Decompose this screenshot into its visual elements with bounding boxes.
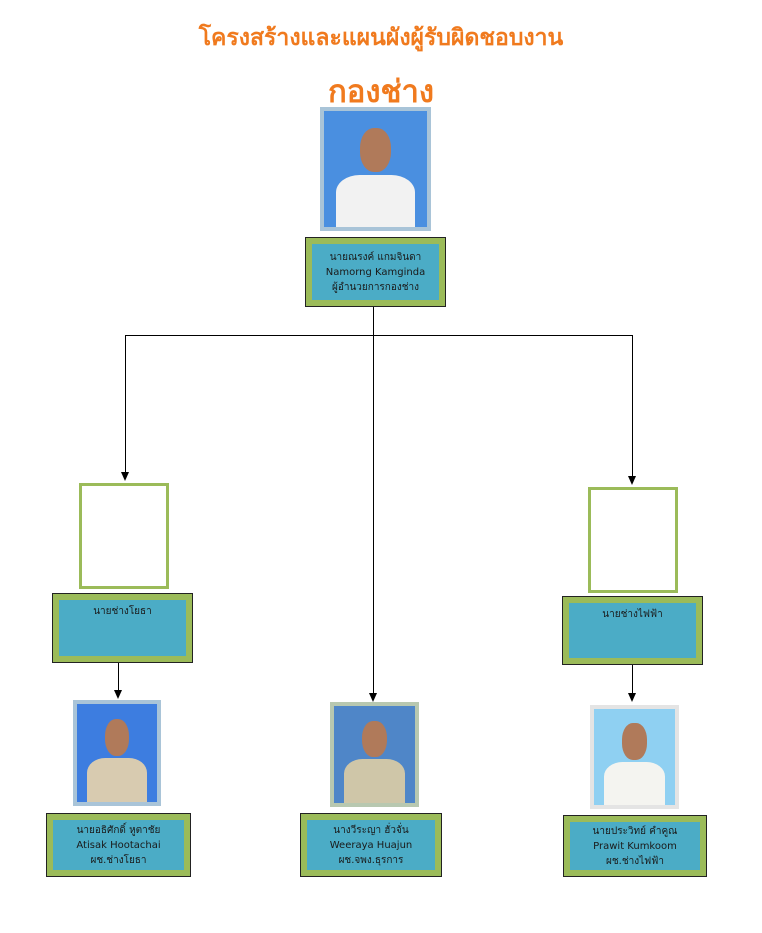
staff-box: นายอธิศักดิ์ หูตาชัย Atisak Hootachai ผช… [46,813,191,877]
staff-box: นายประวิทย์ คำคูณ Prawit Kumkoom ผช.ช่าง… [563,815,707,877]
chart-title: โครงสร้างและแผนผังผู้รับผิดชอบงาน [198,25,564,51]
staff-photo [73,700,161,806]
unit-label: นายช่างไฟฟ้า [602,609,663,620]
connector-line [373,307,374,695]
staff-photo [330,702,419,807]
arrow-icon [628,693,636,702]
director-name-th: นายณรงค์ แกมจินดา [329,251,422,263]
director-box: นายณรงค์ แกมจินดา Namorng Kamginda ผู้อำ… [305,237,446,307]
staff-position: ผช.จพง.ธุรการ [338,854,404,866]
empty-photo-frame [79,483,169,589]
unit-label: นายช่างโยธา [93,606,152,617]
connector-line [632,335,633,477]
director-position: ผู้อำนวยการกองช่าง [331,281,420,293]
arrow-icon [114,690,122,699]
connector-line [125,335,126,473]
staff-box: นางวีระญา ฮั่วจั่น Weeraya Huajun ผช.จพง… [300,813,442,877]
director-name-en: Namorng Kamginda [325,266,426,278]
connector-line [125,335,632,336]
connector-line [118,663,119,691]
staff-position: ผช.ช่างไฟฟ้า [606,855,664,867]
staff-position: ผช.ช่างโยธา [90,854,147,866]
director-photo [320,107,431,231]
arrow-icon [628,476,636,485]
staff-photo [590,705,679,809]
connector-line [632,665,633,694]
staff-name-en: Prawit Kumkoom [593,840,677,852]
staff-name-th: นายอธิศักดิ์ หูตาชัย [76,824,161,836]
staff-name-th: นายประวิทย์ คำคูณ [592,825,678,837]
unit-box-electrical: นายช่างไฟฟ้า [562,596,703,665]
arrow-icon [121,472,129,481]
arrow-icon [369,693,377,702]
department-title: กองช่าง [327,74,435,110]
staff-name-th: นางวีระญา ฮั่วจั่น [333,824,409,836]
staff-name-en: Atisak Hootachai [76,839,161,851]
staff-name-en: Weeraya Huajun [329,839,413,851]
empty-photo-frame [588,487,678,593]
unit-box-civil: นายช่างโยธา [52,593,193,663]
